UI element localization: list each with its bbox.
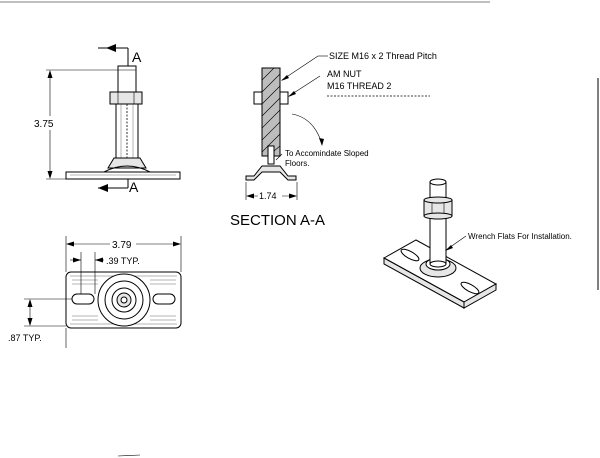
slot-spacing-arrow-top (27, 299, 33, 307)
plan-width-label-bg (110, 238, 136, 250)
section-width-arrow-left (246, 193, 254, 199)
section-marker-bottom: A (129, 179, 139, 195)
iso-nut-top (423, 196, 453, 204)
nut-callout-line2: M16 THREAD 2 (327, 81, 391, 91)
wrench-callout-arrow (445, 245, 453, 251)
sloped-floor-callout-line2: Floors. (285, 159, 309, 168)
sloped-callout-leader (275, 153, 283, 161)
sloped-floor-arc (291, 113, 323, 145)
thread-size-callout: SIZE M16 x 2 Thread Pitch (329, 51, 437, 61)
plan-view: 3.79 .39 TYP. .87 TYP. (8, 236, 182, 348)
height-arrow-bottom (47, 171, 53, 179)
section-base (245, 165, 297, 181)
iso-stud-cap (429, 178, 447, 186)
slot-spacing-dimension: .87 TYP. (8, 333, 42, 343)
section-width-arrow-right (289, 193, 297, 199)
iso-stem-base (429, 260, 447, 268)
sloped-floor-arc-arrow (319, 138, 324, 146)
section-marker-top: A (132, 49, 142, 65)
sloped-floor-callout-line1: To Accomindate Sloped (285, 149, 369, 158)
section-nut-right (279, 91, 289, 105)
height-arrow-top (47, 70, 53, 78)
ball-joint (107, 157, 147, 169)
section-view: 1.74 SIZE M16 x 2 Thread Pitch AM NUT M1… (230, 51, 437, 229)
thread-callout-leader (281, 55, 319, 81)
plan-slot-left (71, 293, 95, 305)
plan-width-arrow-right (173, 241, 181, 247)
thread-callout-arrow (281, 75, 289, 81)
height-label-bg (32, 116, 62, 130)
front-elevation-view: A A 3.75 (32, 44, 181, 195)
plan-width-dimension: 3.79 (112, 240, 132, 251)
nut-callout-line1: AM NUT (327, 69, 362, 79)
base-plate-dome (103, 165, 151, 173)
iso-base-plate-end (463, 283, 497, 309)
plan-slot-right (152, 293, 176, 305)
section-arrow-top-head (106, 44, 116, 52)
base-plate (65, 171, 181, 180)
stray-mark (117, 454, 141, 457)
section-title: SECTION A-A (230, 212, 325, 229)
isometric-view: Wrench Flats For Installation. (382, 178, 572, 309)
plan-ring-5 (120, 296, 128, 304)
iso-nut-bottom (423, 212, 453, 220)
slot-spacing-arrow-bottom (27, 318, 33, 326)
slot-offset-arrow-left (73, 257, 81, 263)
section-bore (267, 145, 275, 165)
section-nut-left (253, 91, 263, 105)
height-dimension: 3.75 (34, 119, 54, 130)
iso-stem (429, 213, 447, 265)
section-arrow-bottom-head (98, 184, 108, 192)
nut-callout-arrow (288, 91, 296, 97)
slot-offset-dimension: .39 TYP. (106, 256, 140, 266)
iso-slot-right (460, 281, 480, 295)
wrench-flats-callout: Wrench Flats For Installation. (468, 232, 572, 241)
nut (109, 91, 143, 105)
section-width-dimension: 1.74 (259, 191, 277, 201)
iso-slot-left (400, 248, 420, 262)
slot-offset-arrow-right (95, 257, 103, 263)
plan-width-arrow-left (66, 241, 74, 247)
section-width-label-bg (258, 190, 282, 202)
